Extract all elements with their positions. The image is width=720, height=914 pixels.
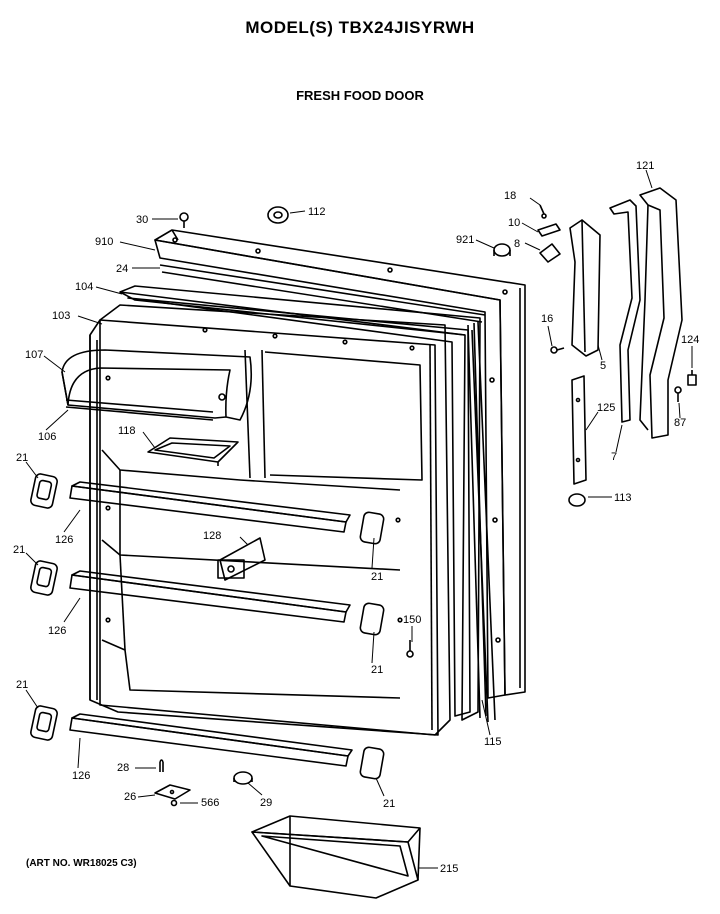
section-title: FRESH FOOD DOOR (296, 88, 424, 103)
callout-28: 28 (117, 762, 129, 774)
callout-113: 113 (614, 492, 632, 504)
callout-566: 566 (201, 797, 219, 809)
callout-115: 115 (484, 736, 502, 748)
callout-21-c: 21 (16, 679, 28, 691)
callout-104: 104 (75, 281, 93, 293)
bracket-26 (154, 784, 191, 800)
shelf-rail-lower (69, 713, 353, 767)
callout-26: 26 (124, 791, 136, 803)
shelf-end-cap-right-2 (359, 602, 385, 636)
callout-18: 18 (504, 190, 516, 202)
screw-124 (687, 370, 697, 386)
shelf-end-cap-left-3 (30, 705, 58, 741)
callout-21-e: 21 (371, 664, 383, 676)
callout-30: 30 (136, 214, 148, 226)
callout-21-f: 21 (383, 798, 395, 810)
callout-8: 8 (514, 238, 520, 250)
callout-125: 125 (597, 402, 615, 414)
bottle-bin-215 (251, 815, 421, 899)
callout-106: 106 (38, 431, 56, 443)
foot-29 (233, 771, 253, 785)
callout-150: 150 (403, 614, 421, 626)
callout-128: 128 (203, 530, 221, 542)
plug-112 (267, 206, 289, 224)
callout-910: 910 (95, 236, 113, 248)
screw-87 (674, 386, 682, 402)
screw-30 (179, 212, 189, 228)
callout-921: 921 (456, 234, 474, 246)
door-gasket (119, 285, 496, 723)
door-liner (89, 304, 451, 736)
bracket-10 (537, 223, 561, 237)
callout-10: 10 (508, 217, 520, 229)
callout-107: 107 (25, 349, 43, 361)
callout-7: 7 (611, 451, 617, 463)
callout-24: 24 (116, 263, 128, 275)
callout-103: 103 (52, 310, 70, 322)
callout-126-a: 126 (55, 534, 73, 546)
callout-124: 124 (681, 334, 699, 346)
screw-18 (539, 204, 547, 219)
dairy-compartment-door (61, 349, 253, 421)
art-number: (ART NO. WR18025 C3) (26, 858, 137, 869)
plug-113 (568, 493, 586, 507)
callout-121: 121 (636, 160, 654, 172)
shelf-end-cap-right-3 (359, 746, 385, 780)
callout-5: 5 (600, 360, 606, 372)
model-title: MODEL(S) TBX24JISYRWH (245, 18, 475, 37)
callout-29: 29 (260, 797, 272, 809)
handle-cover-121 (639, 187, 683, 439)
shelf-end-cap-right-1 (359, 511, 385, 545)
callout-16: 16 (541, 313, 553, 325)
screw-150 (406, 640, 414, 658)
shelf-end-cap-left-1 (30, 473, 58, 509)
callout-21-a: 21 (16, 452, 28, 464)
cam-8 (539, 243, 561, 263)
door-stop-921 (493, 243, 511, 257)
callout-126-c: 126 (72, 770, 90, 782)
shelf-rail-upper (69, 481, 351, 533)
leader-lines (25, 169, 693, 869)
clip-28 (159, 759, 164, 772)
shelf-rail-middle (69, 570, 351, 623)
callout-21-d: 21 (371, 571, 383, 583)
screw-566 (170, 799, 178, 807)
door-handle-7 (609, 199, 641, 423)
screw-16 (550, 346, 565, 354)
callout-112: 112 (308, 206, 326, 218)
callout-118: 118 (118, 425, 136, 437)
callout-215: 215 (440, 863, 458, 875)
callout-87: 87 (674, 417, 686, 429)
channel-125 (571, 375, 587, 485)
hinge-bracket-5 (569, 219, 601, 357)
shelf-end-cap-left-2 (30, 560, 58, 596)
bottle-retainer (217, 537, 266, 581)
door-outer-panel (154, 229, 526, 699)
callout-21-b: 21 (13, 544, 25, 556)
callout-labels: 30 112 910 24 104 103 107 106 118 21 21 … (13, 160, 699, 875)
callout-126-b: 126 (48, 625, 66, 637)
small-tray (147, 437, 239, 466)
gasket-strip-side (467, 322, 487, 719)
